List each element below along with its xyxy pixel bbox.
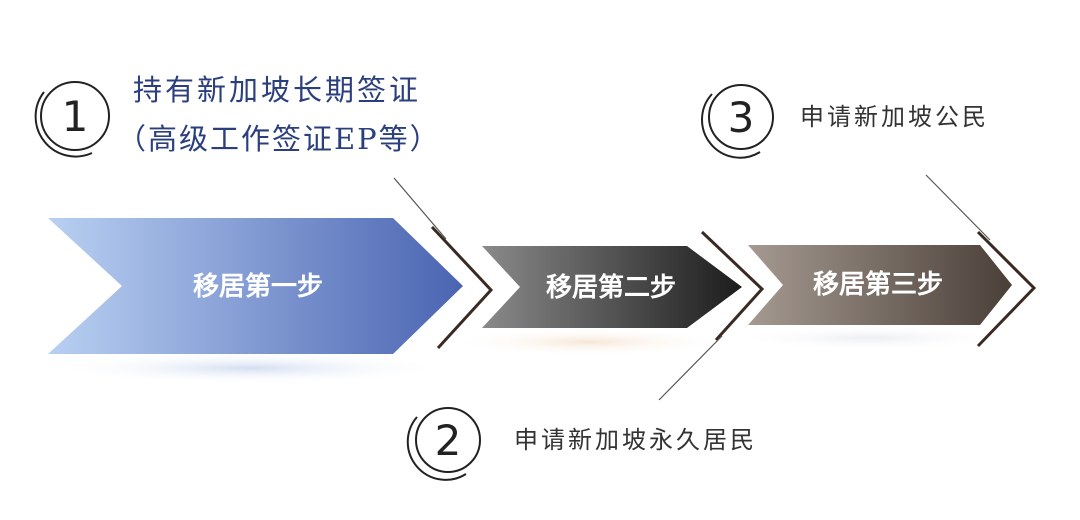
- note-1-line-2: （高级工作签证EP等）: [117, 122, 441, 156]
- step2-glow: [450, 328, 730, 356]
- chevron-1: [430, 225, 494, 350]
- number-2: 2: [435, 416, 462, 465]
- note-3-text: 申请新加坡公民: [800, 103, 989, 131]
- note-1-line-1: 持有新加坡长期签证: [133, 73, 421, 107]
- number-badge-3: 3: [701, 84, 774, 159]
- connector-line-2: [658, 335, 723, 401]
- chevron-2: [700, 230, 765, 342]
- chevron-3: [976, 230, 1037, 348]
- step3-label: 移居第三步: [813, 269, 943, 300]
- step3-arrow: [748, 245, 1012, 325]
- step3-glow: [730, 326, 1010, 350]
- step1-glow: [50, 352, 450, 384]
- step2-label: 移居第二步: [546, 272, 676, 303]
- number-badge-1: 1: [34, 81, 110, 158]
- step2-arrow: [482, 246, 742, 328]
- step1-arrow: [48, 218, 463, 354]
- note-2-text: 申请新加坡永久居民: [514, 426, 757, 454]
- connector-line-1: [393, 177, 447, 240]
- number-3: 3: [728, 93, 755, 142]
- number-1: 1: [62, 92, 89, 141]
- step1-label: 移居第一步: [193, 271, 323, 302]
- number-badge-2: 2: [406, 407, 481, 481]
- connector-line-3: [925, 174, 991, 241]
